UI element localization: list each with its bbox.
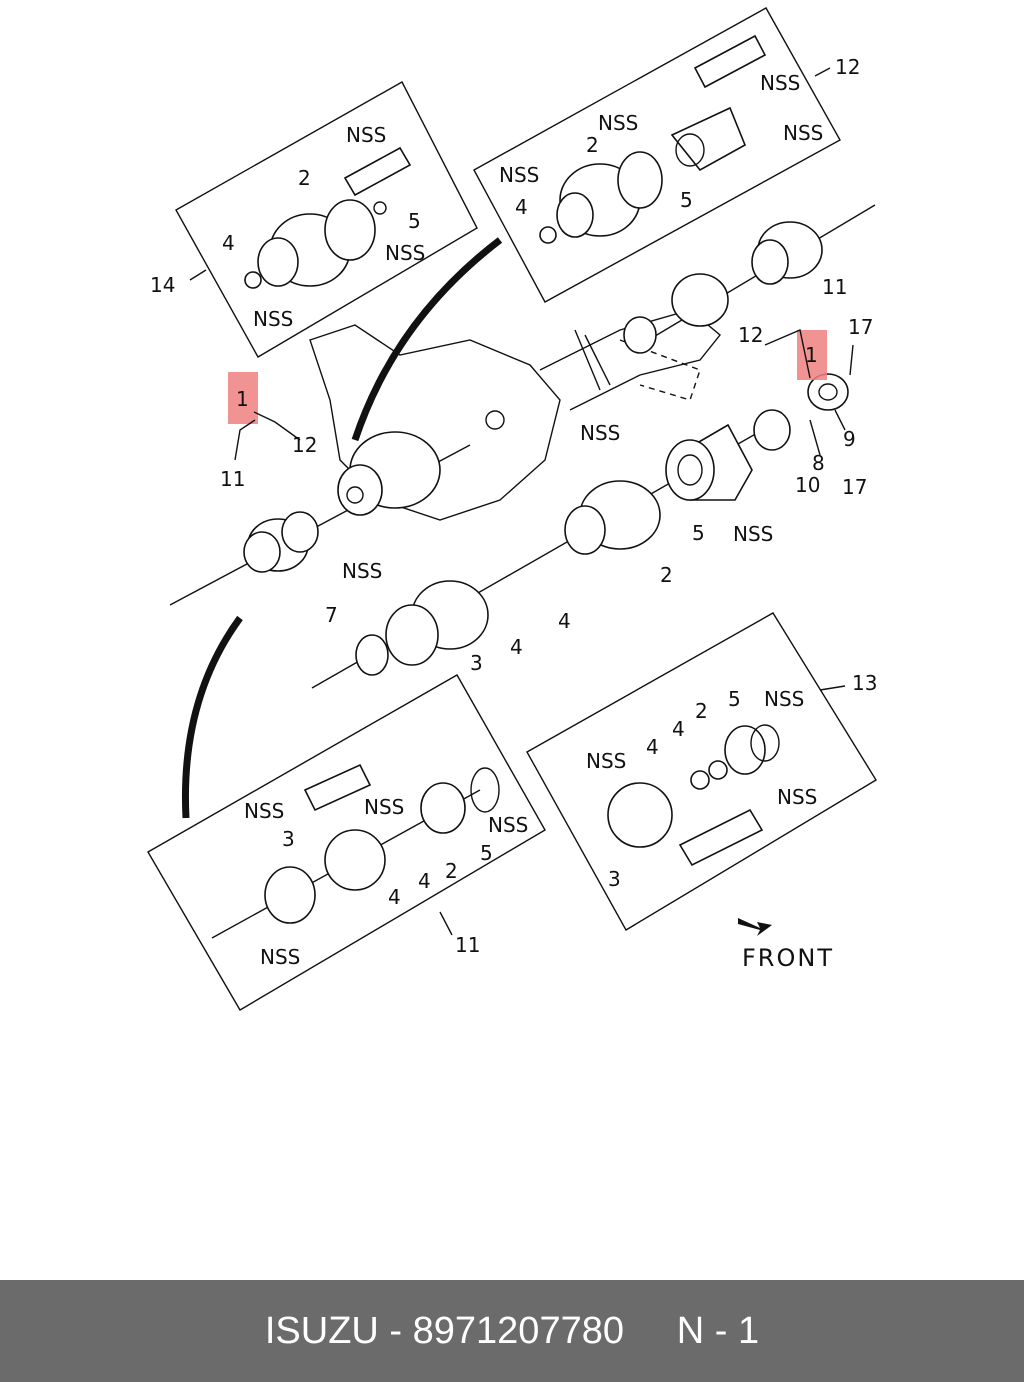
connector-arc-upper: [351, 237, 503, 442]
nss-label-11: NSS: [244, 799, 284, 823]
front-arrow-icon: [738, 918, 772, 936]
exploded-parts-diagram: 1 1 11 12 12 11 14 12 13 11 17 17 9 8 10…: [147, 7, 877, 1011]
callout-2-inset12: 2: [586, 133, 599, 157]
callout-4-inset11-b: 4: [418, 869, 431, 893]
footer-page: N - 1: [676, 1309, 760, 1352]
nss-label-4: NSS: [598, 111, 638, 135]
callout-12-right: 12: [738, 323, 763, 347]
callout-5-inset13: 5: [728, 687, 741, 711]
callout-4-inset12: 4: [515, 195, 528, 219]
callout-2-inset14: 2: [298, 166, 311, 190]
nss-label-10: NSS: [342, 559, 382, 583]
mid-bearing-housing: [665, 423, 753, 501]
callout-4-inset14: 4: [222, 231, 235, 255]
inset-box-13: [526, 612, 877, 931]
callout-4-inset13-a: 4: [646, 735, 659, 759]
footer-part-number: 8971207780: [412, 1309, 624, 1352]
callout-13-inset: 13: [852, 671, 877, 695]
inset-13-parts: [607, 724, 780, 867]
callout-12-left: 12: [292, 433, 317, 457]
nss-label-17: NSS: [777, 785, 817, 809]
bearing-assembly-9: [753, 373, 849, 451]
cv-joint-left-inner: [337, 431, 441, 516]
nss-label-7: NSS: [783, 121, 823, 145]
cv-joint-left-outer: [243, 511, 319, 573]
mid-joint-inner: [564, 480, 661, 555]
callout-14: 14: [150, 273, 175, 297]
callout-4-mid-a: 4: [510, 635, 523, 659]
connector-arc-lower: [181, 615, 243, 819]
callout-11-inset: 11: [455, 933, 480, 957]
callout-4-inset11-a: 4: [388, 885, 401, 909]
callout-3-inset11: 3: [282, 827, 295, 851]
nss-label-8: NSS: [580, 421, 620, 445]
footer-bar: ISUZU - 8971207780 N - 1: [0, 1280, 1024, 1382]
callout-7: 7: [325, 603, 338, 627]
mid-joint-outer: [355, 580, 489, 676]
callout-5-mid: 5: [692, 521, 705, 545]
footer-separator: -: [378, 1309, 413, 1352]
nss-label-6: NSS: [760, 71, 800, 95]
nss-label-9: NSS: [733, 522, 773, 546]
callout-17-top: 17: [848, 315, 873, 339]
leader-lines: [189, 67, 854, 936]
callout-5-inset14: 5: [408, 209, 421, 233]
callout-9: 9: [843, 427, 856, 451]
callout-11-right: 11: [822, 275, 847, 299]
nss-label-2: NSS: [385, 241, 425, 265]
callout-2-mid: 2: [660, 563, 673, 587]
front-label: FRONT: [742, 944, 834, 972]
callout-5-inset12: 5: [680, 188, 693, 212]
callout-4-inset13-b: 4: [672, 717, 685, 741]
nss-label-12: NSS: [364, 795, 404, 819]
footer-brand: ISUZU: [264, 1309, 379, 1352]
nss-label-5: NSS: [499, 163, 539, 187]
callout-1-right: 1: [805, 343, 818, 367]
callout-11-left: 11: [220, 467, 245, 491]
inset-12-parts: [539, 34, 767, 244]
nss-label-14: NSS: [260, 945, 300, 969]
inset-14-parts: [244, 146, 412, 289]
callout-17-bottom: 17: [842, 475, 867, 499]
callout-8: 8: [812, 451, 825, 475]
cv-joint-right-outer: [751, 221, 823, 285]
cv-joint-right-inner: [623, 273, 729, 354]
nss-label-15: NSS: [586, 749, 626, 773]
callout-5-inset11: 5: [480, 841, 493, 865]
callout-12-inset: 12: [835, 55, 860, 79]
nss-label-1: NSS: [346, 123, 386, 147]
callout-2-inset11: 2: [445, 859, 458, 883]
callout-4-mid-b: 4: [558, 609, 571, 633]
callout-10: 10: [795, 473, 820, 497]
inset-box-11: [147, 674, 546, 1011]
nss-label-13: NSS: [488, 813, 528, 837]
inset-11-parts: [211, 763, 500, 939]
callout-2-inset13: 2: [695, 699, 708, 723]
axle-housing: [309, 309, 721, 521]
inset-box-14: [175, 81, 478, 358]
callout-3-mid: 3: [470, 651, 483, 675]
callout-3-inset13: 3: [608, 867, 621, 891]
nss-label-16: NSS: [764, 687, 804, 711]
inset-box-12: [473, 7, 841, 303]
callout-1-left: 1: [236, 387, 249, 411]
highlight-callout-1-left: [228, 372, 258, 424]
nss-label-3: NSS: [253, 307, 293, 331]
footer-gap: [624, 1310, 677, 1353]
